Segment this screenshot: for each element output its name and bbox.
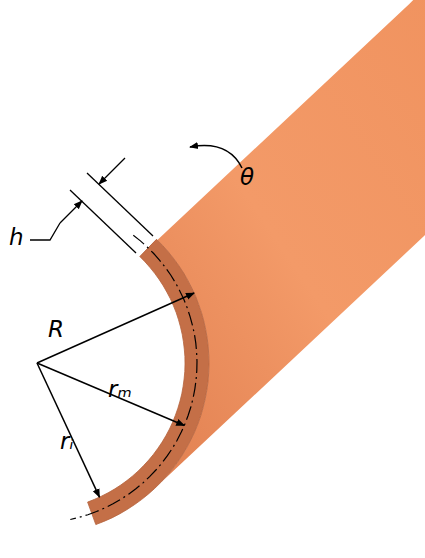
dimension-arrow	[99, 158, 125, 184]
cross-section-face	[88, 239, 209, 524]
radius-arrow	[37, 293, 194, 363]
dimension-arrow	[60, 201, 82, 223]
dimension-label: θ	[240, 166, 254, 189]
radius-arrow	[37, 363, 100, 497]
radius-arrow	[37, 363, 184, 426]
leader-line	[30, 223, 60, 240]
extension-line	[87, 173, 153, 236]
dimension-label: rᵢ	[60, 430, 74, 453]
dimension-label: rₘ	[108, 378, 132, 401]
dimension-label: R	[48, 318, 64, 341]
dimension-label: h	[9, 226, 24, 249]
angle-arrow	[190, 146, 242, 168]
extension-line	[70, 190, 136, 253]
